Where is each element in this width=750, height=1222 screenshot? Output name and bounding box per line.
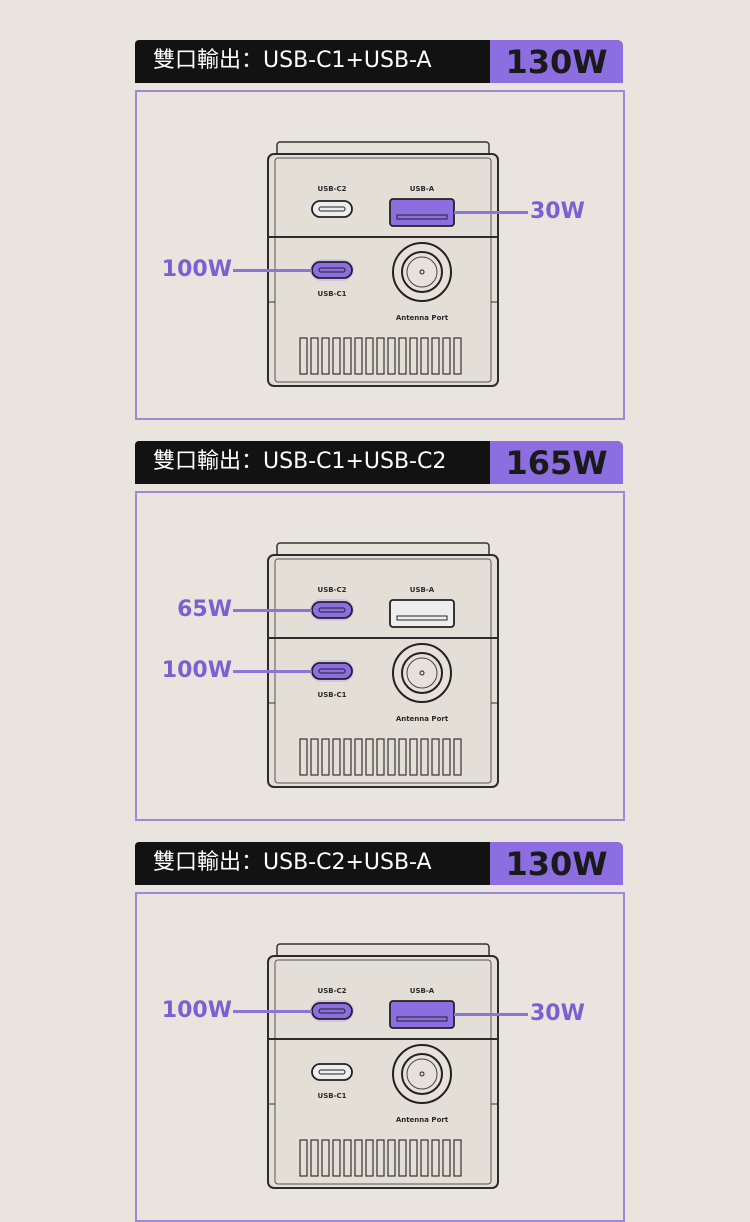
- usb-c1-port: [310, 660, 354, 682]
- panel-header: 雙口輸出：USB-C2+USB-A 130W: [135, 842, 623, 885]
- panel-header: 雙口輸出：USB-C1+USB-A 130W: [135, 40, 623, 83]
- callout-line: [454, 1013, 528, 1016]
- total-wattage-badge: 130W: [490, 40, 623, 83]
- device: [267, 541, 499, 795]
- antenna-port-icon: [392, 1044, 452, 1104]
- power-station-drawing: [267, 542, 499, 788]
- panel-header: 雙口輸出：USB-C1+USB-C2 165W: [135, 441, 623, 484]
- callout-line: [233, 670, 312, 673]
- usb-c2-label: USB-C2: [317, 586, 347, 594]
- usb-a-label: USB-A: [409, 185, 435, 193]
- wattage-callout: 100W: [161, 257, 232, 282]
- usb-c1-label: USB-C1: [317, 691, 347, 699]
- device: [267, 140, 499, 394]
- antenna-port-label: Antenna Port: [395, 314, 449, 322]
- panel-title: 雙口輸出：USB-C1+USB-C2: [153, 449, 447, 474]
- usb-c1-port: [310, 259, 354, 281]
- panel-title: 雙口輸出：USB-C2+USB-A: [153, 850, 432, 875]
- usb-a-label: USB-A: [409, 586, 435, 594]
- usb-c2-port: [310, 599, 354, 621]
- callout-line: [233, 609, 312, 612]
- callout-line: [233, 269, 312, 272]
- usb-a-port: [389, 1000, 455, 1029]
- wattage-callout: 30W: [530, 1001, 585, 1026]
- usb-a-label: USB-A: [409, 987, 435, 995]
- power-station-drawing: [267, 943, 499, 1189]
- usb-a-port: [389, 599, 455, 628]
- usb-c2-port: [311, 200, 353, 218]
- power-station-drawing: [267, 141, 499, 387]
- usb-c2-port: [310, 1000, 354, 1022]
- total-wattage-badge: 130W: [490, 842, 623, 885]
- antenna-port-label: Antenna Port: [395, 1116, 449, 1124]
- usb-c1-label: USB-C1: [317, 1092, 347, 1100]
- callout-line: [233, 1010, 312, 1013]
- wattage-callout: 100W: [161, 658, 232, 683]
- usb-a-port: [389, 198, 455, 227]
- usb-c1-port: [311, 1063, 353, 1081]
- wattage-callout: 65W: [177, 597, 232, 622]
- usb-c1-label: USB-C1: [317, 290, 347, 298]
- wattage-callout: 30W: [530, 199, 585, 224]
- usb-c2-label: USB-C2: [317, 185, 347, 193]
- panel-title: 雙口輸出：USB-C1+USB-A: [153, 48, 432, 73]
- total-wattage-badge: 165W: [490, 441, 623, 484]
- callout-line: [454, 211, 528, 214]
- antenna-port-icon: [392, 643, 452, 703]
- wattage-callout: 100W: [161, 998, 232, 1023]
- antenna-port-label: Antenna Port: [395, 715, 449, 723]
- usb-c2-label: USB-C2: [317, 987, 347, 995]
- antenna-port-icon: [392, 242, 452, 302]
- device: [267, 942, 499, 1196]
